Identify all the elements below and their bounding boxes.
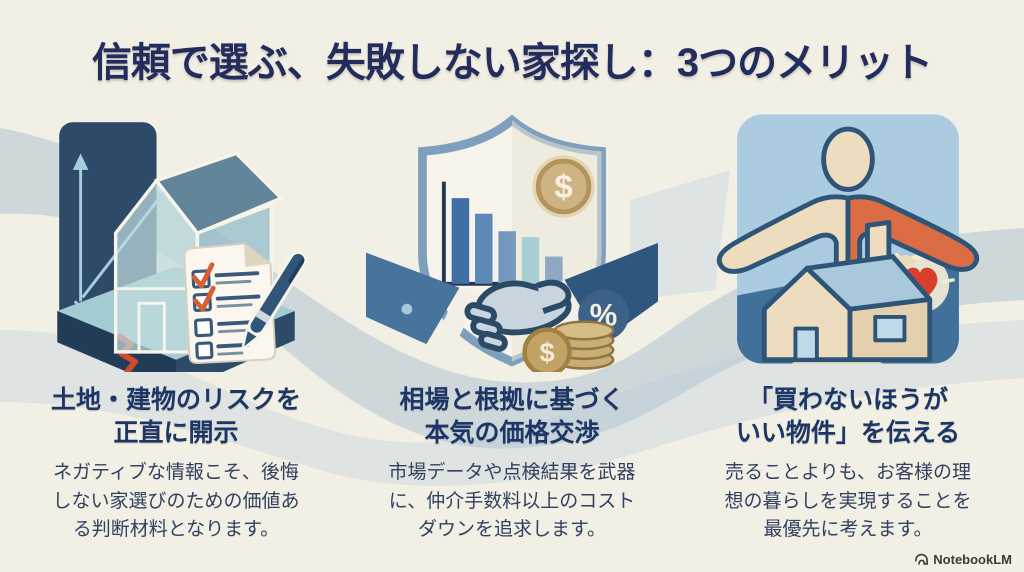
benefit-heading: 土地・建物のリスクを 正直に開示 xyxy=(50,386,301,447)
benefit-description: 売ることよりも、お客様の理 想の暮らしを実現することを 最優先に考えます。 xyxy=(724,462,972,540)
checklist-icon xyxy=(183,242,308,365)
bar-chart-icon xyxy=(439,181,579,286)
benefit-heading: 相場と根拠に基づく 本気の価格交渉 xyxy=(399,386,625,447)
house-inspection-illustration xyxy=(30,108,322,372)
pen-icon xyxy=(241,251,308,351)
chimney-icon xyxy=(865,220,892,263)
roof-icon xyxy=(804,254,933,312)
benefit-column-price-negotiation: $ xyxy=(351,108,673,545)
benefit-description: ネガティブな情報こそ、後悔 しない家選びのための価値あ る判断材料となります。 xyxy=(52,462,300,540)
person-icon xyxy=(716,126,980,279)
check-marks-icon xyxy=(191,262,216,312)
watermark: NotebookLM xyxy=(914,552,1012,567)
benefit-column-honest-disclosure: 土地・建物のリスクを 正直に開示 ネガティブな情報こそ、後悔 しない家選びのため… xyxy=(15,108,337,545)
watermark-label: NotebookLM xyxy=(933,552,1012,567)
benefit-heading: 「買わないほうが いい物件」を伝える xyxy=(735,386,961,447)
window-icon xyxy=(873,314,907,343)
shield-handshake-illustration: $ xyxy=(366,108,658,372)
house-icon xyxy=(761,220,933,363)
page-title: 信頼で選ぶ、失敗しない家探し：3つのメリット xyxy=(91,41,933,85)
dollar-coin-icon: $ xyxy=(532,155,595,218)
benefit-description: 市場データや点検結果を武器 に、仲介手数料以上のコスト ダウンを追求します。 xyxy=(388,462,636,540)
benefit-column-customer-first: 「買わないほうが いい物件」を伝える 売ることよりも、お客様の理 想の暮らしを実… xyxy=(687,108,1009,545)
benefit-columns: 土地・建物のリスクを 正直に開示 ネガティブな情報こそ、後悔 しない家選びのため… xyxy=(0,108,1024,545)
notebooklm-logo-icon xyxy=(914,552,929,567)
door-icon xyxy=(793,326,819,362)
front-dollar-coin-icon: $ xyxy=(522,327,572,372)
svg-text:$: $ xyxy=(539,337,554,368)
svg-text:$: $ xyxy=(554,169,572,206)
person-house-heart-illustration xyxy=(702,108,994,372)
